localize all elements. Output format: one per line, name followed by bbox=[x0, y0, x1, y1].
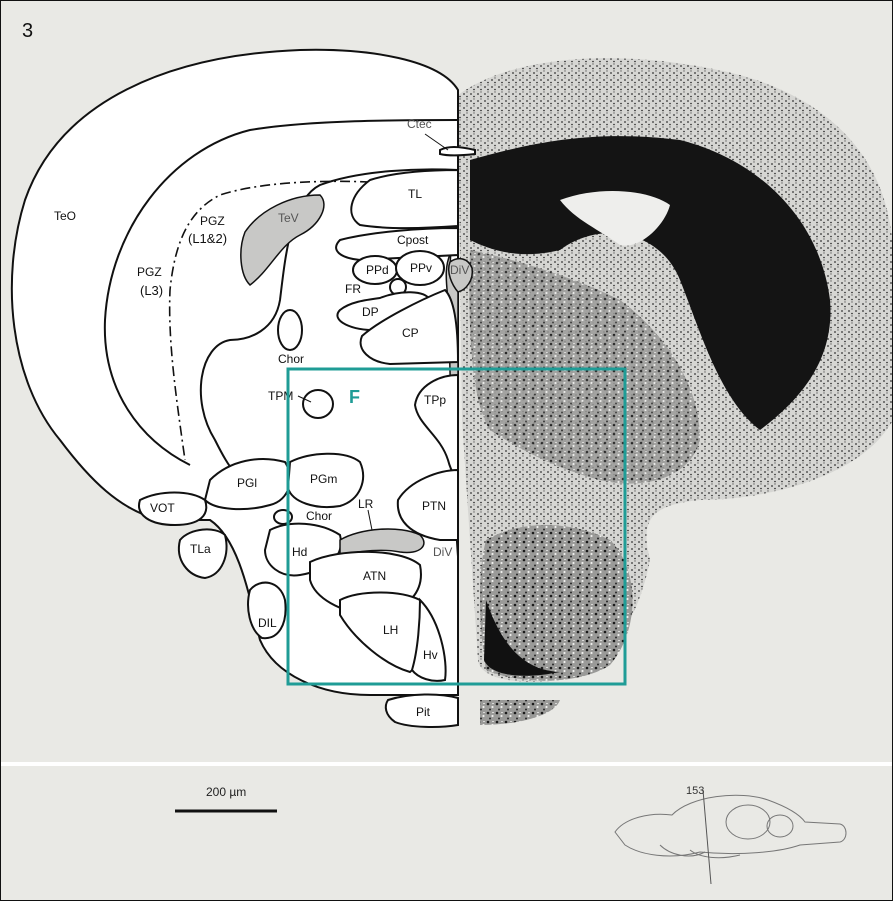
label-vot: VOT bbox=[150, 501, 175, 515]
section-number: 153 bbox=[686, 785, 704, 797]
label-pgz-l3-a: PGZ bbox=[137, 265, 162, 279]
panel-label: 3 bbox=[22, 20, 33, 42]
label-hv: Hv bbox=[423, 648, 438, 662]
label-lh: LH bbox=[383, 623, 398, 637]
label-ppd: PPd bbox=[366, 263, 389, 277]
label-teo: TeO bbox=[54, 209, 76, 223]
label-cp: CP bbox=[402, 326, 419, 340]
label-lr: LR bbox=[358, 497, 374, 511]
label-pgz-l12-a: PGZ bbox=[200, 214, 225, 228]
label-pgm: PGm bbox=[310, 472, 337, 486]
label-pit: Pit bbox=[416, 705, 431, 719]
label-atn: ATN bbox=[363, 569, 386, 583]
separator-line bbox=[0, 762, 893, 766]
label-tla: TLa bbox=[190, 542, 211, 556]
label-chor-mid: Chor bbox=[306, 509, 332, 523]
chor-region bbox=[278, 310, 302, 350]
label-div-bottom: DiV bbox=[433, 545, 452, 559]
label-ctec: Ctec bbox=[407, 117, 432, 131]
label-div-top: DiV bbox=[450, 263, 469, 277]
label-pgz-l3-b: (L3) bbox=[140, 283, 163, 298]
label-dil: DIL bbox=[258, 616, 277, 630]
label-chor-top: Chor bbox=[278, 352, 304, 366]
scale-bar-label: 200 µm bbox=[206, 785, 246, 799]
label-tpp: TPp bbox=[424, 393, 446, 407]
label-ppv: PPv bbox=[410, 261, 432, 275]
label-ptn: PTN bbox=[422, 499, 446, 513]
label-fr: FR bbox=[345, 282, 361, 296]
label-cpost: Cpost bbox=[397, 233, 429, 247]
label-pgl: PGl bbox=[237, 476, 257, 490]
tpm-region bbox=[303, 390, 333, 418]
label-tpm: TPM bbox=[268, 389, 293, 403]
label-tev: TeV bbox=[278, 211, 299, 225]
inset-label: F bbox=[349, 387, 360, 407]
label-dp: DP bbox=[362, 305, 379, 319]
label-tl: TL bbox=[408, 187, 422, 201]
label-hd: Hd bbox=[292, 545, 307, 559]
label-pgz-l12-b: (L1&2) bbox=[188, 231, 227, 246]
